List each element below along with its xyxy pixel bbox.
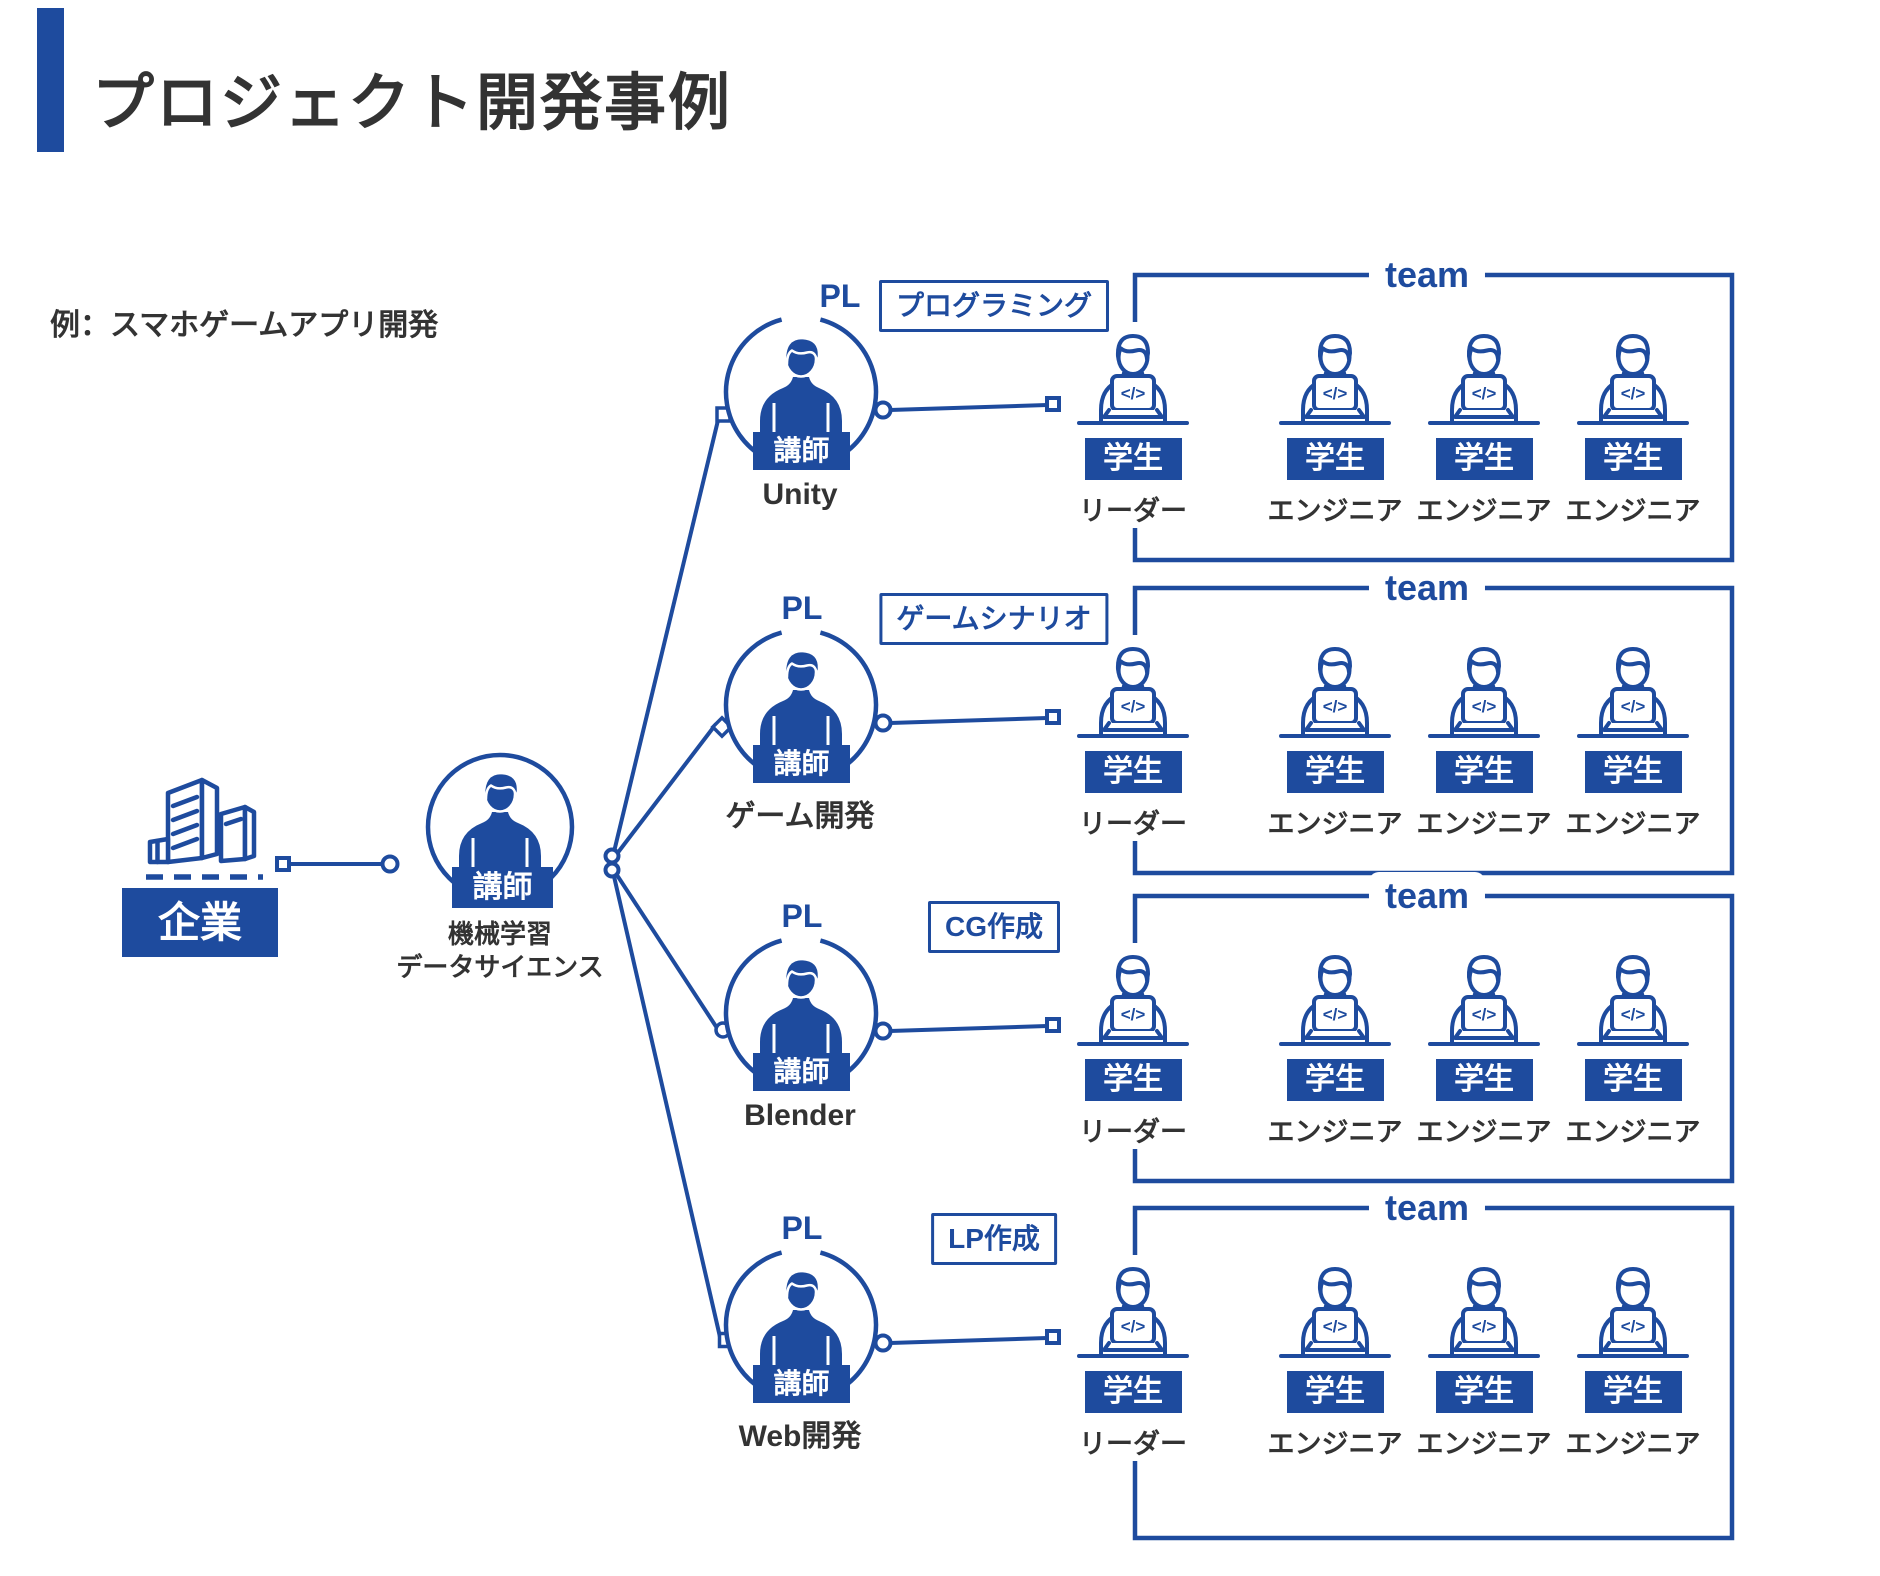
student-badge: 学生 <box>1584 1059 1682 1101</box>
team-label: team <box>1368 564 1486 612</box>
student-laptop-icon <box>1279 1267 1391 1358</box>
student-laptop-icon <box>1428 955 1540 1046</box>
student-role-label: エンジニア <box>1565 809 1701 839</box>
pl-label: PL <box>781 1210 823 1246</box>
student-engineer: 学生 エンジニア <box>1558 332 1708 528</box>
student-leader: 学生 リーダー <box>1058 332 1208 528</box>
subtitle: 例：スマホゲームアプリ開発 <box>50 309 439 342</box>
student-role-label: リーダー <box>1079 809 1187 839</box>
topic-box: CG作成 <box>927 901 1061 953</box>
topic-box: LP作成 <box>931 1213 1057 1265</box>
student-laptop-icon <box>1577 1267 1689 1358</box>
pl-left-markers <box>710 406 735 1349</box>
student-badge: 学生 <box>1084 1059 1182 1101</box>
pl-instructor-badge: 講師 <box>753 1053 850 1091</box>
pl-instructor-badge: 講師 <box>753 745 850 783</box>
student-role-label: エンジニア <box>1267 809 1403 839</box>
student-badge: 学生 <box>1286 1059 1384 1101</box>
pl-specialty: Blender <box>744 1099 856 1132</box>
company-connector <box>275 854 400 874</box>
lead-specialty-line2: データサイエンス <box>396 952 604 982</box>
student-badge: 学生 <box>1084 751 1182 793</box>
student-role-label: エンジニア <box>1267 1429 1403 1459</box>
student-badge: 学生 <box>1286 1371 1384 1413</box>
company-building-icon <box>150 780 254 862</box>
student-engineer: 学生 エンジニア <box>1558 953 1708 1149</box>
student-laptop-icon <box>1077 647 1189 738</box>
topic-box: ゲームシナリオ <box>879 593 1109 645</box>
student-role-label: エンジニア <box>1565 1429 1701 1459</box>
fan-lines <box>611 411 722 1338</box>
pl-specialty: Web開発 <box>738 1420 862 1453</box>
student-engineer: 学生 エンジニア <box>1558 645 1708 841</box>
pl-specialty: Unity <box>762 478 838 511</box>
student-leader: 学生 リーダー <box>1058 645 1208 841</box>
student-role-label: リーダー <box>1079 1429 1187 1459</box>
pl-label: PL <box>819 278 861 314</box>
page-title: プロジェクト開発事例 <box>92 69 733 138</box>
team-label: team <box>1368 872 1486 920</box>
student-badge: 学生 <box>1286 438 1384 480</box>
student-badge: 学生 <box>1435 1371 1533 1413</box>
fan-node-circles <box>603 847 621 879</box>
pl-specialty: ゲーム開発 <box>725 800 875 833</box>
student-engineer: 学生 エンジニア <box>1409 645 1559 841</box>
student-laptop-icon <box>1077 1267 1189 1358</box>
lead-instructor-badge: 講師 <box>452 867 553 908</box>
student-laptop-icon <box>1577 955 1689 1046</box>
student-badge: 学生 <box>1084 438 1182 480</box>
student-laptop-icon <box>1577 647 1689 738</box>
student-role-label: エンジニア <box>1267 496 1403 526</box>
student-laptop-icon <box>1077 334 1189 425</box>
student-laptop-icon <box>1279 647 1391 738</box>
student-laptop-icon <box>1428 334 1540 425</box>
student-laptop-icon <box>1428 647 1540 738</box>
student-role-label: リーダー <box>1079 496 1187 526</box>
pl-instructor-badge: 講師 <box>753 432 850 470</box>
student-laptop-icon <box>1077 955 1189 1046</box>
student-role-label: リーダー <box>1079 1117 1187 1147</box>
pl-label: PL <box>781 898 823 934</box>
student-engineer: 学生 エンジニア <box>1558 1265 1708 1461</box>
student-engineer: 学生 エンジニア <box>1260 953 1410 1149</box>
student-badge: 学生 <box>1286 751 1384 793</box>
topic-box: プログラミング <box>878 280 1110 332</box>
student-laptop-icon <box>1428 1267 1540 1358</box>
student-leader: 学生 リーダー <box>1058 1265 1208 1461</box>
student-badge: 学生 <box>1435 751 1533 793</box>
student-badge: 学生 <box>1584 1371 1682 1413</box>
pl-instructor-badge: 講師 <box>753 1365 850 1403</box>
student-badge: 学生 <box>1435 438 1533 480</box>
student-badge: 学生 <box>1084 1371 1182 1413</box>
student-laptop-icon <box>1279 955 1391 1046</box>
pl-to-leader-connectors <box>873 396 1061 1353</box>
student-leader: 学生 リーダー <box>1058 953 1208 1149</box>
student-role-label: エンジニア <box>1565 496 1701 526</box>
student-laptop-icon <box>1279 334 1391 425</box>
team-label: team <box>1368 251 1486 299</box>
student-engineer: 学生 エンジニア <box>1260 332 1410 528</box>
student-role-label: エンジニア <box>1267 1117 1403 1147</box>
lead-specialty-line1: 機械学習 <box>447 919 552 949</box>
title-accent-bar <box>37 8 64 152</box>
student-role-label: エンジニア <box>1416 809 1552 839</box>
student-laptop-icon <box>1577 334 1689 425</box>
student-role-label: エンジニア <box>1416 496 1552 526</box>
student-badge: 学生 <box>1435 1059 1533 1101</box>
student-engineer: 学生 エンジニア <box>1260 645 1410 841</box>
student-role-label: エンジニア <box>1416 1429 1552 1459</box>
company-badge: 企業 <box>122 888 278 957</box>
student-engineer: 学生 エンジニア <box>1409 332 1559 528</box>
student-engineer: 学生 エンジニア <box>1409 953 1559 1149</box>
student-engineer: 学生 エンジニア <box>1260 1265 1410 1461</box>
student-badge: 学生 <box>1584 751 1682 793</box>
team-label: team <box>1368 1184 1486 1232</box>
student-role-label: エンジニア <box>1565 1117 1701 1147</box>
student-engineer: 学生 エンジニア <box>1409 1265 1559 1461</box>
student-role-label: エンジニア <box>1416 1117 1552 1147</box>
pl-label: PL <box>781 590 823 626</box>
student-badge: 学生 <box>1584 438 1682 480</box>
